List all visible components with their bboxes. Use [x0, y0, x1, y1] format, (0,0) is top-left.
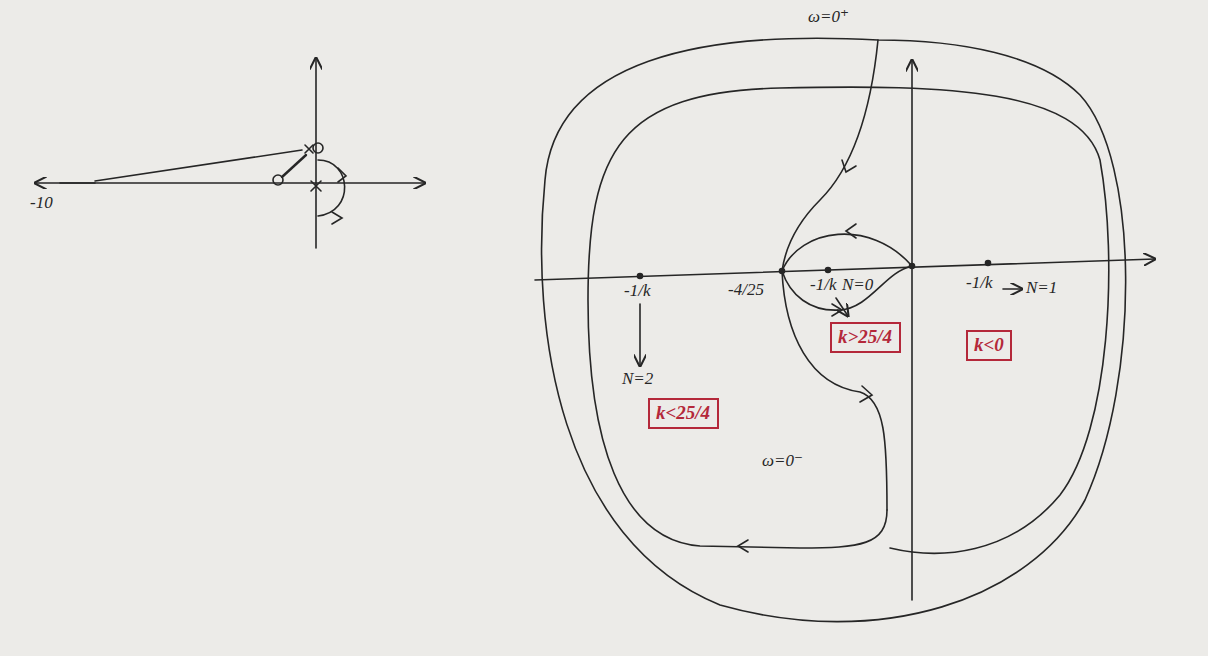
flow-arrow [846, 224, 856, 238]
imag-axis [911, 60, 913, 600]
leader-arrow [836, 298, 848, 316]
flow-arrow [338, 168, 346, 182]
nyquist-loop [782, 234, 912, 271]
axis-label: ω=0⁻ [762, 452, 803, 471]
axis-label: -1/k [624, 282, 650, 301]
outer-contour [542, 38, 1126, 621]
region-condition: k<0 [974, 335, 1004, 356]
tick-dot [638, 274, 643, 279]
zero-symbol [313, 143, 323, 153]
indent-contour [318, 160, 345, 216]
axis-label: -10 [30, 194, 53, 213]
axis-label: ω=0⁺ [808, 8, 849, 27]
vector-line [282, 155, 306, 177]
inner-contour [588, 87, 1109, 553]
flow-arrow [860, 386, 872, 402]
tick-dot [910, 264, 915, 269]
zero-symbol [273, 175, 283, 185]
region-condition: k>25/4 [838, 327, 893, 348]
tick-dot [826, 268, 831, 273]
nyquist-curve [782, 271, 887, 510]
axis-label: -1/k [966, 274, 992, 293]
vector-line [95, 150, 302, 181]
tick-dot [780, 269, 785, 274]
axis-label: N=0 [842, 276, 873, 295]
region-box: k<0 [966, 330, 1012, 361]
flow-arrow [842, 160, 856, 172]
axis-label: N=1 [1026, 279, 1057, 298]
region-box: k>25/4 [830, 322, 901, 353]
flow-arrow [738, 540, 748, 552]
region-condition: k<25/4 [656, 403, 711, 424]
pole-symbol [305, 145, 313, 153]
leader-arrow [1003, 288, 1022, 290]
axis-label: -4/25 [728, 281, 764, 300]
axis-label: -1/k [810, 276, 836, 295]
nyquist-loop [782, 266, 912, 310]
axis-label: N=2 [622, 370, 653, 389]
leader-arrow [639, 304, 641, 366]
pole-symbol [311, 181, 321, 191]
axis-arrow [35, 182, 95, 184]
real-axis [60, 182, 425, 184]
tick-dot [986, 261, 991, 266]
region-box: k<25/4 [648, 398, 719, 429]
flow-arrow [332, 212, 342, 224]
